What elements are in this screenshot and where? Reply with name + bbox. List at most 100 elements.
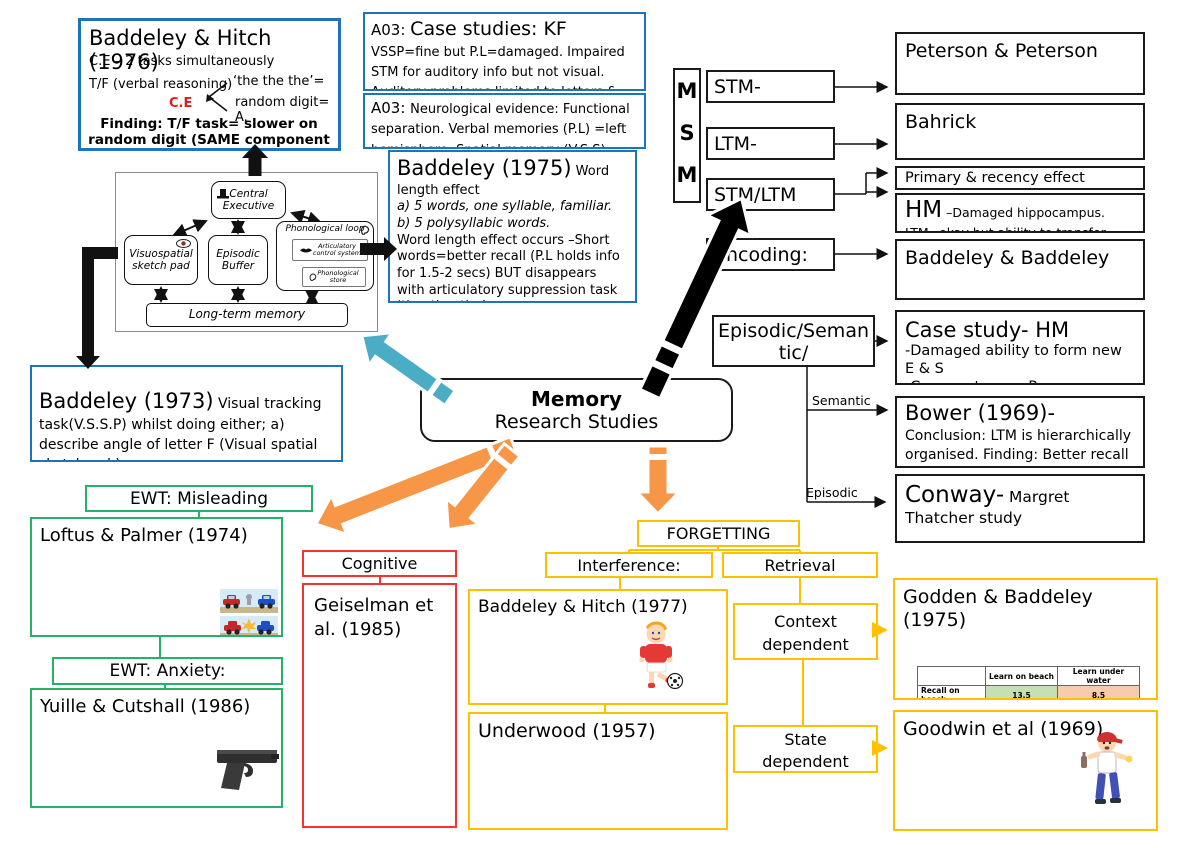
ear-small-icon [310, 273, 317, 282]
msm-stm-duration-box: STM- Duration [706, 70, 835, 103]
casehm-line2: -Can create new P [905, 378, 1135, 383]
conway-title: Conway- [905, 482, 1005, 508]
bh1976-line1: C.E – 2 tasks simultaneously [89, 54, 275, 69]
bower-inline: Conclusion: LTM [905, 427, 1022, 444]
b1975-item-b: b) 5 polysyllabic words. [397, 215, 551, 231]
table-value-cell: 8.5 [1057, 685, 1140, 698]
state-dependent-box: State dependent forgetting [733, 725, 878, 773]
primacy-recency-box: Primary & recency effect [895, 166, 1145, 190]
a03-case-heading: Case studies: KF [410, 18, 567, 40]
godden-table: Learn on beach Learn under water Recall … [917, 666, 1140, 698]
underwood-box: Underwood (1957) [468, 712, 728, 830]
model-long-term-memory: Long-term memory [146, 303, 348, 327]
eye-icon [176, 239, 191, 248]
baddeley-1973-box: Baddeley (1973) Visual tracking task(V.S… [30, 365, 343, 462]
cognitive-header: Cognitive [302, 550, 457, 577]
hm-title: HM [905, 197, 943, 223]
baddeley-hitch-1976-box: Baddeley & Hitch (1976) C.E – 2 tasks si… [78, 18, 341, 151]
peterson-box: Peterson & Peterson [895, 32, 1145, 95]
a03-neuro-box: A03: Neurological evidence: Functional s… [363, 93, 646, 149]
model-articulatory-control: Articulatory control system [292, 239, 368, 261]
bh1976-ce: C.E [169, 96, 193, 111]
msm-stm-ltm-box: STM/LTM [706, 178, 835, 211]
bahrick-box: Bahrick [895, 103, 1145, 160]
hm-box: HM –Damaged hippocampus. LTM=okay but ab… [895, 193, 1145, 233]
car-crash-image-2 [220, 616, 278, 635]
conway-box: Conway- Margret Thatcher study [895, 474, 1145, 543]
orange-arrow-to-cognitive [444, 441, 522, 532]
baddeley-1975-box: Baddeley (1975) Word length effect a) 5 … [388, 150, 637, 303]
bh1976-branch-bottom: random digit= A. [235, 95, 330, 125]
ewt-misleading-header: EWT: Misleading [85, 485, 313, 512]
center-title-line2: Research Studies [494, 411, 659, 433]
model-central-executive: Central Executive [211, 181, 286, 219]
a03-case-prefix: A03: [371, 21, 411, 39]
pistol-image [217, 750, 279, 790]
a03-case-body: VSSP=fine but P.L=damaged. Impaired STM … [371, 45, 625, 89]
b1975-title: Baddeley (1975) [397, 156, 572, 180]
b1973-body: (V.S.S.P) whilst doing either; a) descri… [39, 417, 318, 460]
ear-icon [360, 225, 370, 235]
context-dependent-box: Context dependent forgetting [733, 603, 878, 660]
baddeley-baddeley-box: Baddeley & Baddeley [895, 239, 1145, 300]
bh1976-branch-top: ‘the the the’= [233, 74, 325, 89]
interference-header: Interference: [545, 552, 713, 578]
msm-bracket: M S M [673, 68, 701, 203]
godden-table-row: Recall on beach 13.5 8.5 [917, 685, 1140, 698]
b1975-body: Word length effect occurs –Short words=b… [397, 232, 620, 301]
casehm-line1: -Damaged ability to form new E & S [905, 343, 1122, 378]
conway-inline: Margret Thatcher study [905, 488, 1070, 527]
orange-arrow-to-forgetting [633, 444, 683, 517]
a03-neuro-body: Neurological evidence: Functional separa… [371, 102, 630, 147]
yuille-cutshall-box: Yuille & Cutshall (1986) [30, 688, 283, 808]
bower-body: is hierarchically organised. Finding: Be… [905, 427, 1132, 466]
retrieval-header: Retrieval [722, 552, 878, 578]
footballer-image [639, 621, 684, 690]
table-row-label: Recall on beach [917, 685, 986, 698]
bower-title: Bower (1969)- [905, 401, 1056, 425]
b1973-title: Baddeley (1973) [39, 389, 214, 414]
goodwin-box: Goodwin et al (1969) [893, 710, 1158, 831]
b1975-item-a: a) 5 words, one syllable, familiar. [397, 199, 613, 215]
msm-encoding-box: Encoding: [706, 238, 835, 271]
b1975-subtitle: Word length effect [397, 164, 610, 199]
semantic-branch-label: Semantic [812, 393, 871, 408]
baddeley-hitch-1977-box: Baddeley & Hitch (1977) [468, 589, 728, 705]
table-value-cell: 13.5 [985, 685, 1058, 698]
bh1976-branch-arrows-icon [206, 82, 228, 112]
forgetting-header: FORGETTING [637, 520, 800, 547]
loftus-palmer-box: Loftus & Palmer (1974) [30, 517, 283, 637]
car-crash-image [220, 589, 278, 613]
godden-title: Godden & Baddeley (1975) [903, 586, 1093, 631]
bower-box: Bower (1969)- Conclusion: LTM is hierarc… [895, 396, 1145, 468]
top-hat-icon [217, 189, 229, 199]
casehm-title: Case study- HM [905, 318, 1070, 342]
a03-neuro-prefix: A03: [371, 99, 411, 117]
center-node-memory-research-studies: Memory Research Studies [420, 378, 733, 442]
hm-body: –Damaged hippocampus. LTM=okay but abili… [905, 205, 1106, 233]
working-memory-model-diagram: Central Executive Visuospatial sketch pa… [115, 172, 378, 332]
table-header-cell: Learn under water [1057, 666, 1140, 686]
b1973-subtitle: Visual tracking task [39, 396, 322, 434]
bh1976-finding: Finding: T/F task= slower on random digi… [88, 116, 330, 149]
msm-ltm-duration-box: LTM- Duration [706, 127, 835, 160]
model-episodic-buffer: Episodic Buffer [208, 235, 268, 285]
bh1976-tf: T/F (verbal reasoning) [89, 77, 233, 92]
lips-icon [299, 247, 312, 252]
episodic-branch-label: Episodic [806, 485, 858, 500]
model-phonological-store: Phonological store [302, 267, 366, 287]
drunk-man-image [1081, 732, 1133, 804]
godden-table-header-row: Learn on beach Learn under water [917, 666, 1140, 686]
big-black-arrow [638, 196, 753, 401]
ewt-anxiety-header: EWT: Anxiety: [52, 657, 283, 685]
model-visuospatial-sketchpad: Visuospatial sketch pad [124, 235, 198, 285]
geiselman-box: Geiselman et al. (1985) [302, 583, 457, 828]
center-title-line1: Memory [531, 387, 622, 411]
episodic-semantic-box: Episodic/Seman tic/ Procedural [712, 315, 875, 367]
a03-case-studies-box: A03: Case studies: KF VSSP=fine but P.L=… [363, 12, 646, 91]
godden-baddeley-box: Godden & Baddeley (1975) Learn on beach … [893, 578, 1158, 700]
table-header-cell: Learn on beach [985, 666, 1058, 686]
case-study-hm-box: Case study- HM -Damaged ability to form … [895, 310, 1145, 385]
bh1976-title: Baddeley & Hitch (1976) [89, 26, 272, 74]
